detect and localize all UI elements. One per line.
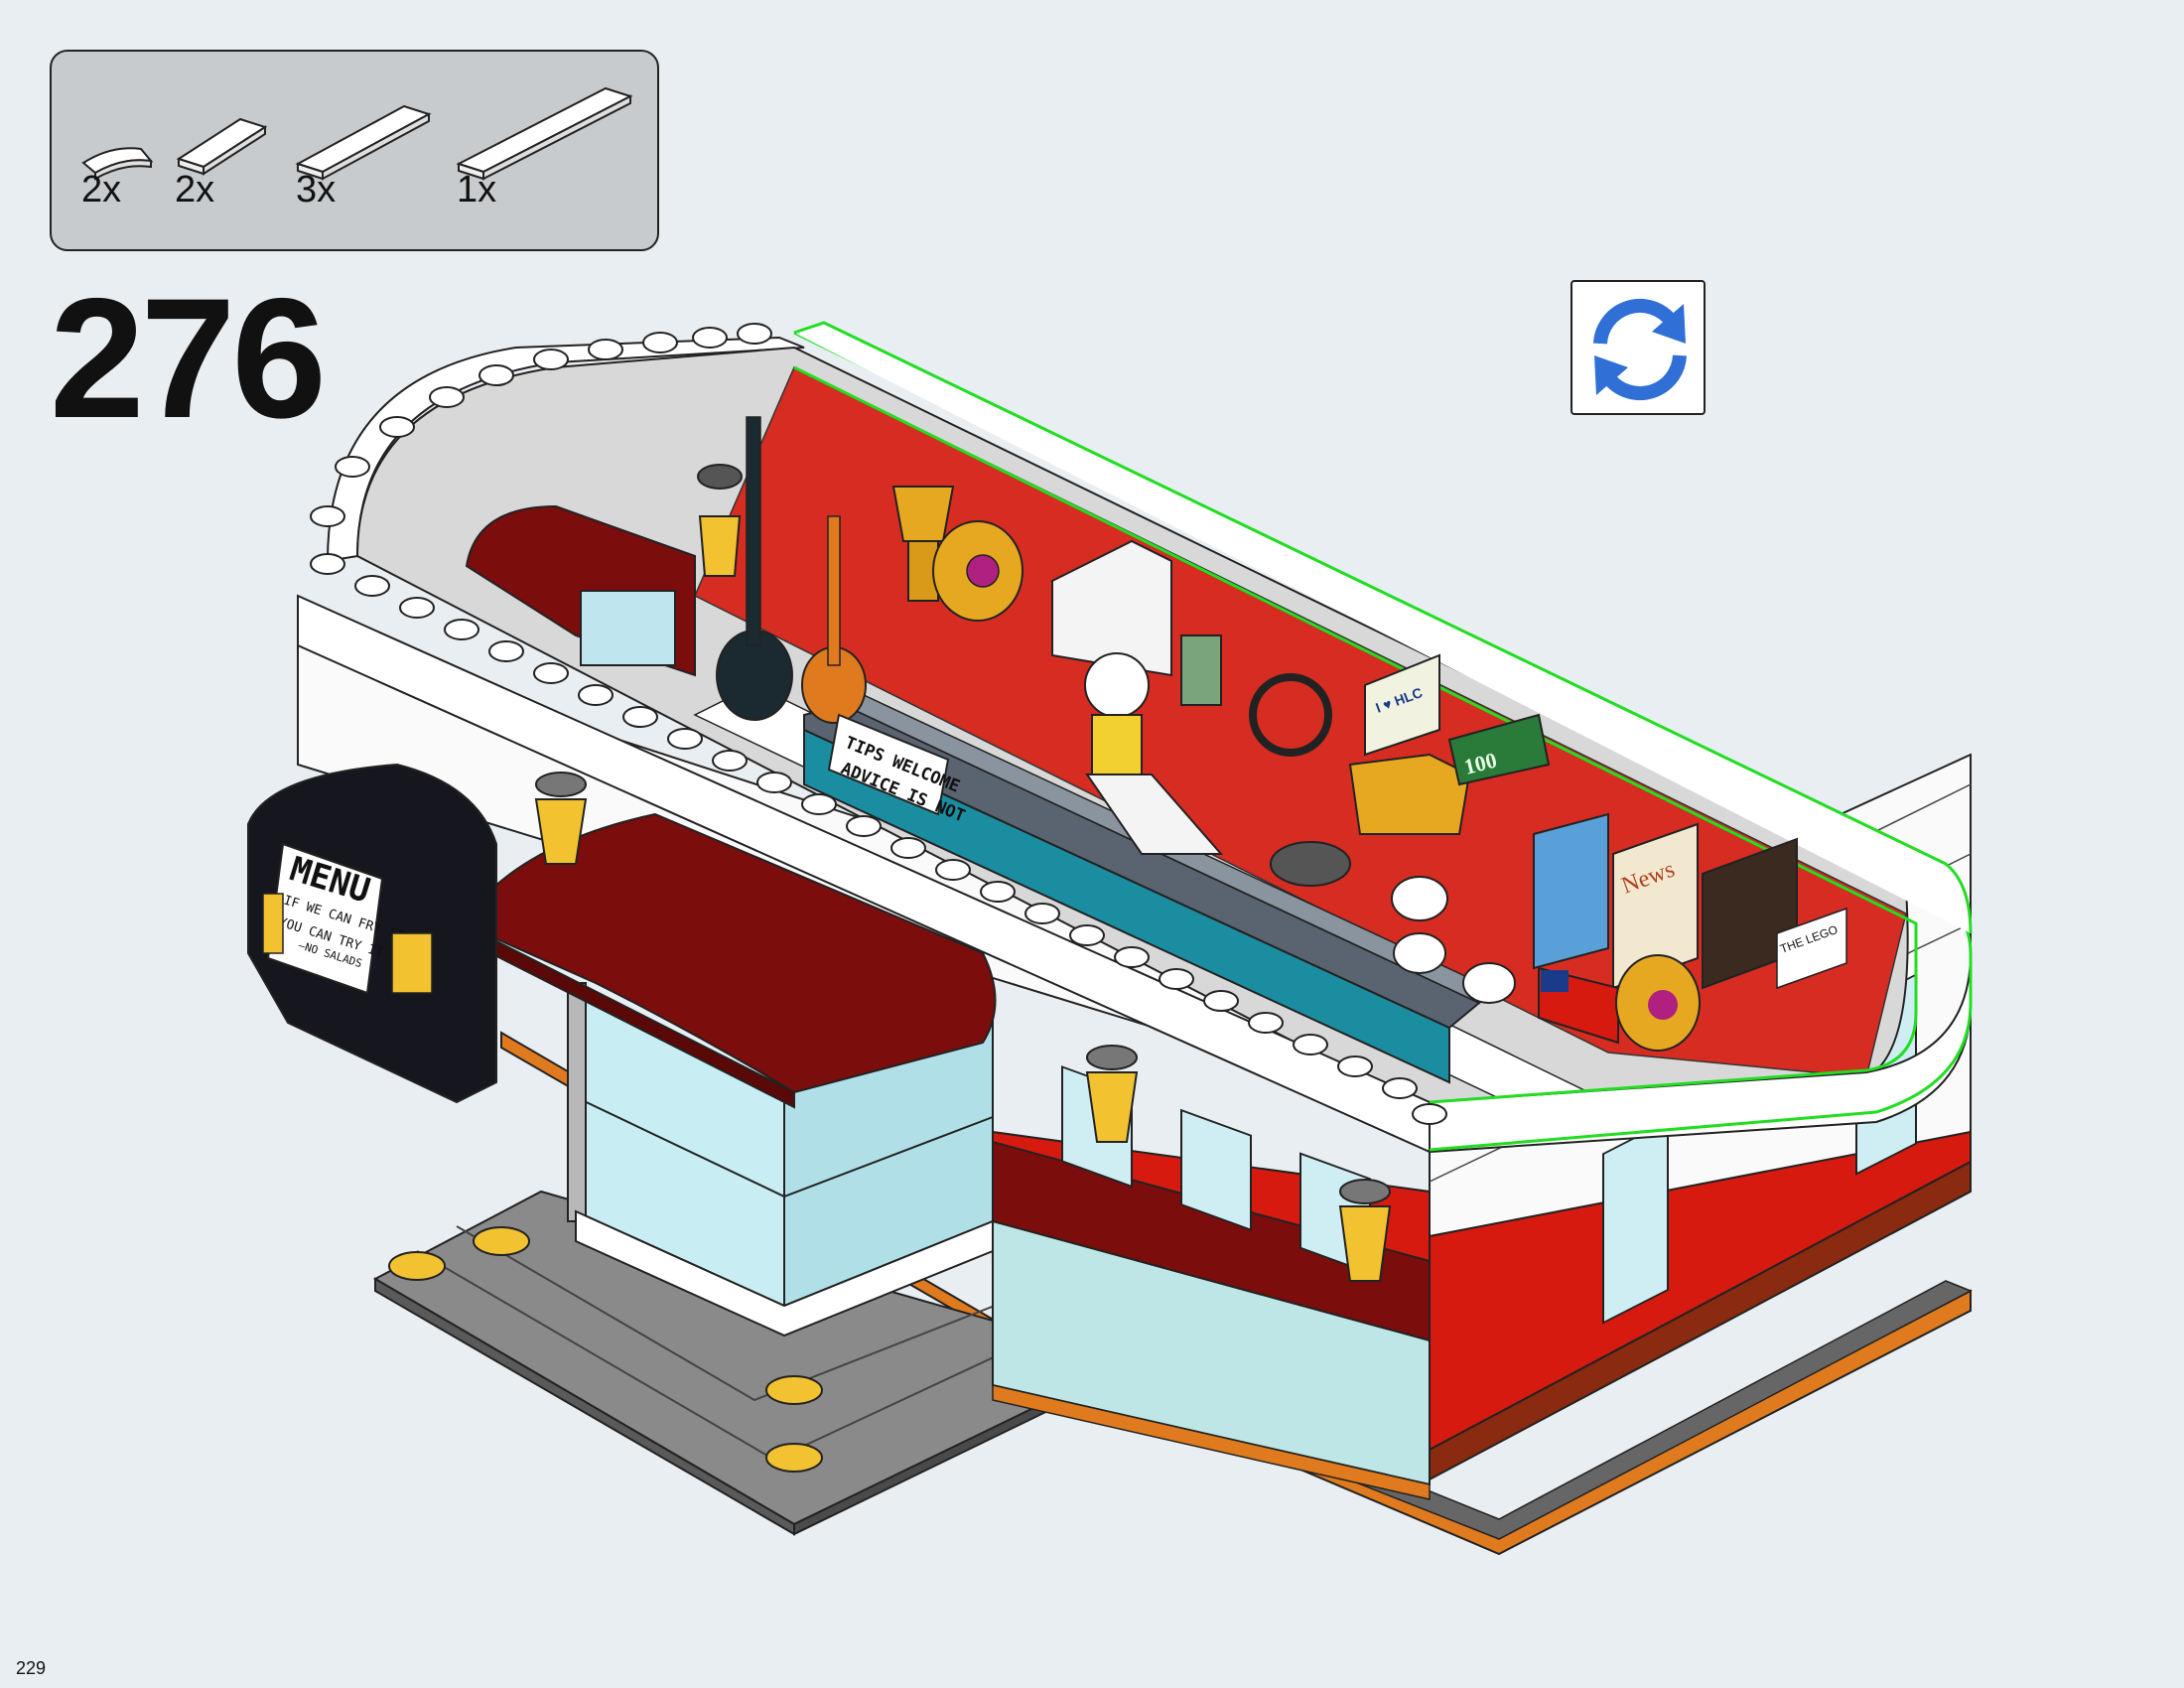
part-quantity: 1x <box>457 169 497 211</box>
part-quantity: 2x <box>81 169 122 211</box>
page-number: 229 <box>16 1658 47 1678</box>
parts-callout: 2x 2x 3x 1x <box>50 50 659 251</box>
white-curved-tile-icon <box>81 147 154 181</box>
kitchen-equipment <box>465 416 1847 1052</box>
wall-lamps <box>534 772 1392 1282</box>
entrance-vestibule <box>460 812 997 1337</box>
part-quantity: 3x <box>296 169 337 211</box>
white-tile-1x6-icon <box>295 104 432 181</box>
parts-drawing <box>81 86 633 181</box>
white-tile-1x8-icon <box>456 86 633 181</box>
menu-sign: MENU IF WE CAN FRY IT YOU CAN TRY IT —NO… <box>247 763 497 1104</box>
rim-studs <box>310 323 1447 1125</box>
rotate-indicator <box>1570 280 1706 415</box>
step-number: 276 <box>50 263 327 454</box>
part-quantity: 2x <box>175 169 215 211</box>
white-tile-1x4-icon <box>176 117 268 176</box>
rotate-model-icon <box>1593 298 1687 401</box>
